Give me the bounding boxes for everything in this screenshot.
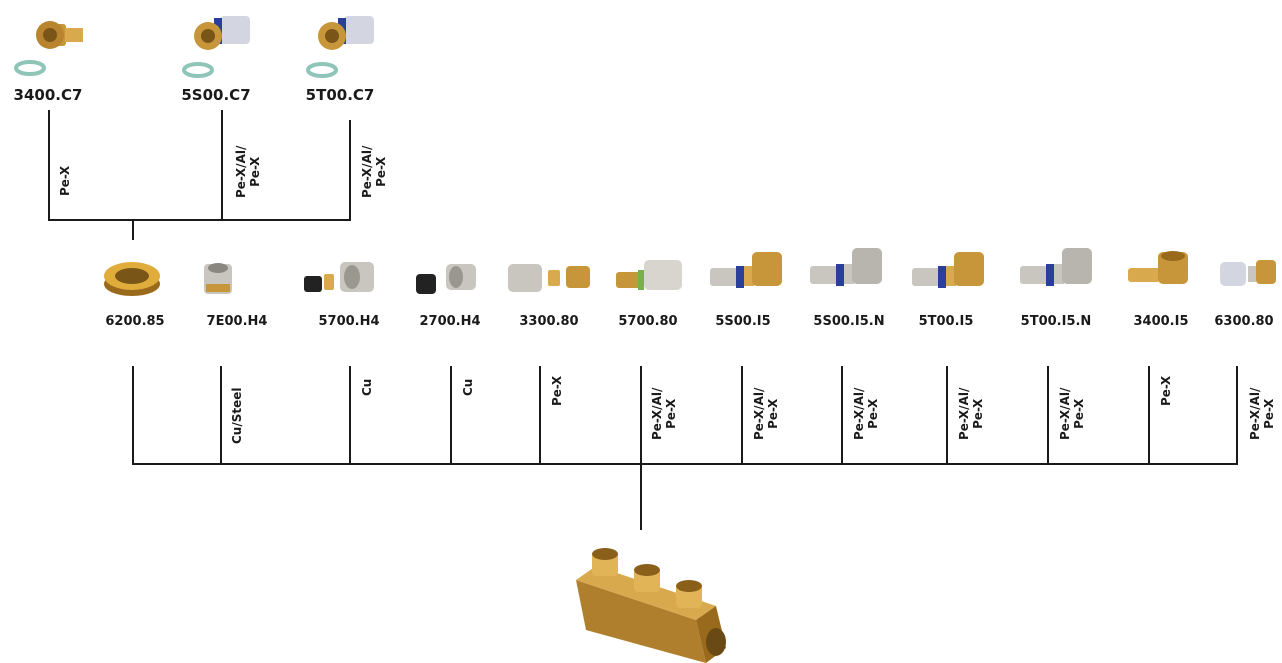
fitting-3300-80-image — [508, 264, 590, 292]
fitting-code: 5S00.C7 — [181, 86, 251, 104]
material-label: Pe-X — [1159, 375, 1173, 406]
connector-line — [450, 366, 452, 464]
material-label: Pe-X/Al/ Pe-X — [1248, 387, 1276, 440]
connector-line — [221, 110, 223, 220]
connector-line — [841, 366, 843, 464]
fitting-2700-h4-image — [416, 264, 476, 294]
material-label: Pe-X/Al/ Pe-X — [360, 145, 388, 198]
material-label: Cu — [360, 378, 374, 396]
connector-line — [1047, 366, 1049, 464]
fitting-6200-85-image — [104, 262, 160, 296]
connector-line — [1236, 366, 1238, 464]
fitting-5t00-c7-image — [306, 16, 374, 78]
connector-line — [132, 463, 1238, 465]
fitting-3400-c7-image — [14, 21, 83, 76]
fitting-code: 3300.80 — [519, 314, 579, 329]
fitting-5s00-i5-n-image — [810, 248, 882, 286]
connector-line — [539, 366, 541, 464]
material-label: Pe-X/Al/ Pe-X — [650, 387, 678, 440]
fitting-code: 6200.85 — [105, 314, 165, 329]
fitting-5700-80-image — [616, 260, 682, 290]
connector-line — [640, 464, 642, 530]
connector-line — [1148, 366, 1150, 464]
fitting-code: 6300.80 — [1214, 314, 1274, 329]
fitting-code: 2700.H4 — [419, 314, 481, 329]
fitting-7e00-h4-image — [204, 263, 232, 294]
fitting-code: 5S00.I5.N — [813, 314, 885, 329]
fitting-code: 5T00.C7 — [305, 86, 375, 104]
fitting-5t00-i5-image — [912, 252, 984, 288]
connector-line — [132, 220, 134, 240]
fitting-code: 5T00.I5 — [918, 314, 974, 329]
material-label: Cu/Steel — [230, 387, 244, 444]
fitting-5700-h4-image — [304, 262, 374, 292]
manifold-image — [576, 548, 726, 663]
connector-line — [48, 110, 50, 220]
fitting-5t00-i5-n-image — [1020, 248, 1092, 286]
connector-line — [349, 366, 351, 464]
connector-line — [946, 366, 948, 464]
fitting-code: 5700.H4 — [318, 314, 380, 329]
fitting-code: 3400.I5 — [1133, 314, 1189, 329]
connector-line — [48, 219, 351, 221]
material-label: Pe-X/Al/ Pe-X — [957, 387, 985, 440]
material-label: Pe-X/Al/ Pe-X — [234, 145, 262, 198]
material-label: Pe-X — [550, 375, 564, 406]
fitting-code: 5700.80 — [618, 314, 678, 329]
fitting-code: 5S00.I5 — [715, 314, 771, 329]
fitting-3400-i5-image — [1128, 251, 1188, 284]
connector-line — [741, 366, 743, 464]
fitting-6300-80-image — [1220, 260, 1276, 286]
material-label: Cu — [461, 378, 475, 396]
material-label: Pe-X/Al/ Pe-X — [852, 387, 880, 440]
connector-line — [640, 366, 642, 464]
fitting-code: 7E00.H4 — [206, 314, 268, 329]
connector-line — [132, 366, 134, 464]
connector-line — [349, 120, 351, 220]
fitting-code: 3400.C7 — [13, 86, 83, 104]
material-label: Pe-X/Al/ Pe-X — [752, 387, 780, 440]
fitting-5s00-c7-image — [182, 16, 250, 78]
fitting-code: 5T00.I5.N — [1020, 314, 1092, 329]
connector-line — [220, 366, 222, 464]
fitting-5s00-i5-image — [710, 252, 782, 288]
material-label: Pe-X — [58, 165, 72, 196]
material-label: Pe-X/Al/ Pe-X — [1058, 387, 1086, 440]
